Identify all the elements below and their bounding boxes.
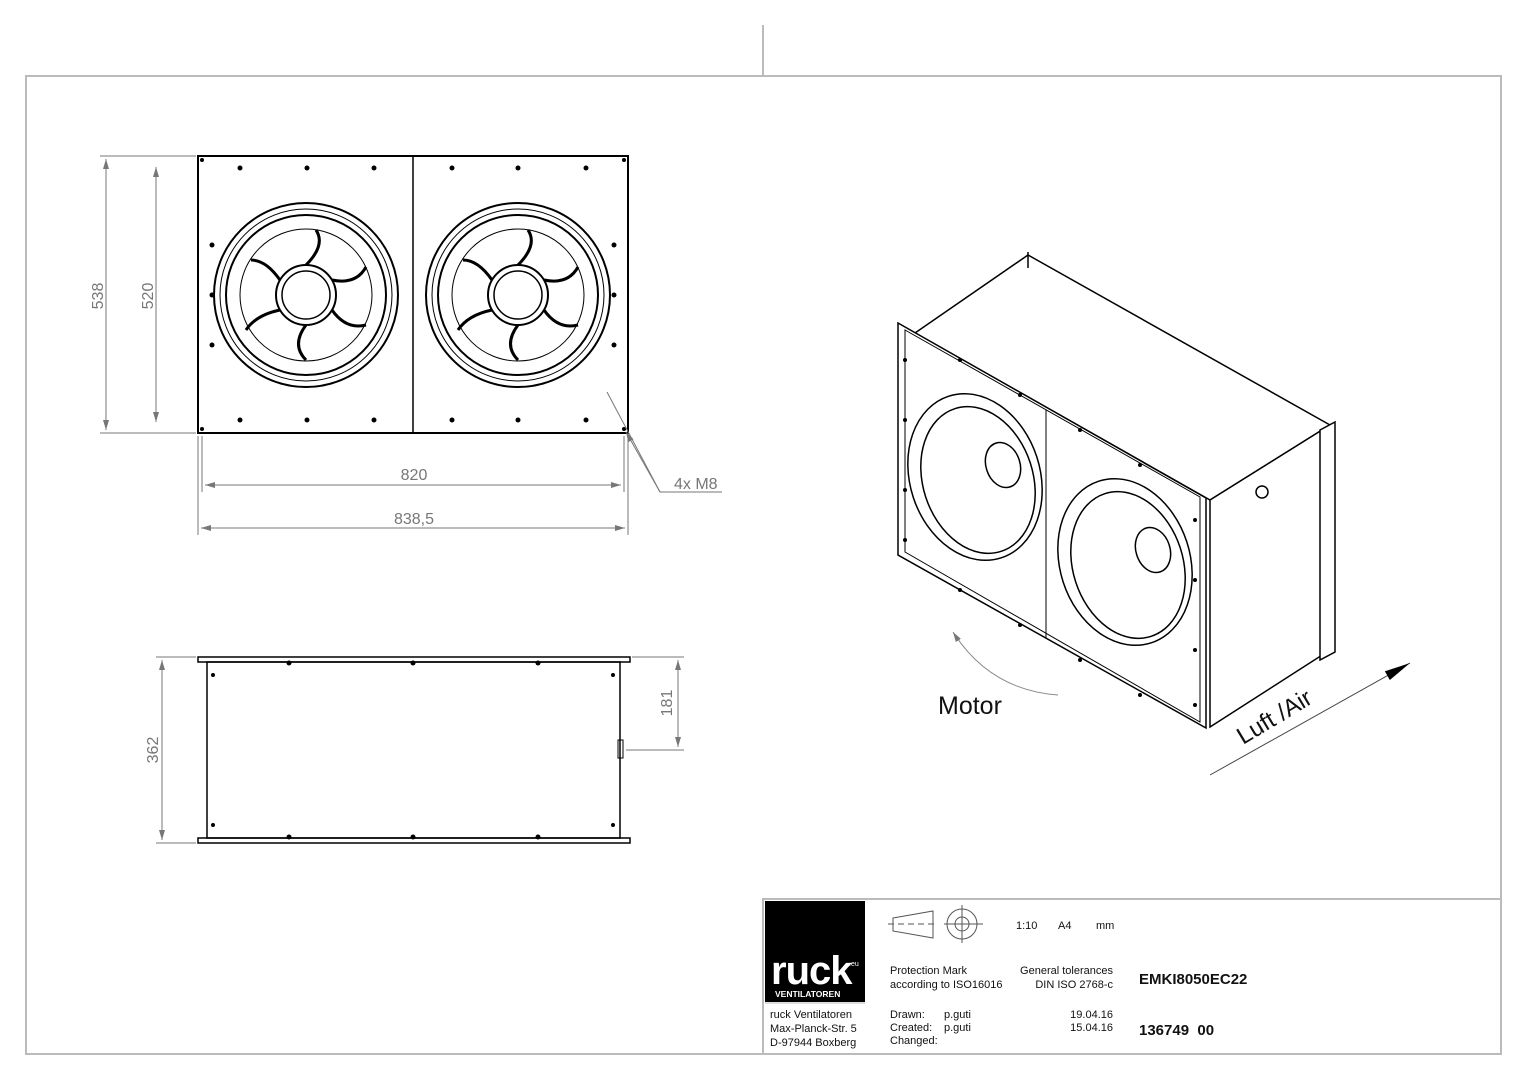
tolerance-line-2: DIN ISO 2768-c [1035, 979, 1113, 991]
company-city: D-97944 Boxberg [770, 1037, 856, 1049]
company-name: ruck Ventilatoren [770, 1009, 852, 1021]
company-logo [765, 901, 865, 1002]
changed-label: Changed: [890, 1035, 938, 1047]
dim-520: 520 [140, 283, 157, 310]
paper-size: A4 [1058, 920, 1071, 932]
front-dimensions [100, 155, 722, 535]
created-date: 15.04.16 [1070, 1022, 1113, 1034]
mounting-holes [200, 158, 626, 431]
part-number: 136749 00 [1139, 1022, 1214, 1039]
motor-label: Motor [938, 692, 1002, 720]
side-view [197, 656, 631, 844]
fan-right [425, 202, 611, 388]
dim-181: 181 [659, 690, 676, 717]
protection-line-1: Protection Mark [890, 965, 968, 977]
side-dimensions [156, 656, 684, 844]
projection-symbol [888, 905, 983, 943]
motor-rotation-arrow [952, 631, 1059, 696]
title-block: ruck .eu VENTILATOREN 1:10 A4 mm Protect… [762, 898, 1502, 1055]
part-name: EMKI8050EC22 [1139, 971, 1247, 988]
created-by: p.guti [944, 1022, 971, 1034]
company-street: Max-Planck-Str. 5 [770, 1023, 857, 1035]
drawn-by: p.guti [944, 1009, 971, 1021]
dim-838-5: 838,5 [394, 511, 434, 528]
hole-callout: 4x M8 [674, 476, 718, 493]
protection-line-2: according to ISO16016 [890, 979, 1003, 991]
tolerance-line-1: General tolerances [1020, 965, 1113, 977]
units: mm [1096, 920, 1114, 932]
logo-subtitle: VENTILATOREN [775, 989, 840, 999]
fan-left [213, 202, 399, 388]
front-view [197, 155, 629, 434]
logo-text: ruck [771, 949, 853, 993]
drawn-date: 19.04.16 [1070, 1009, 1113, 1021]
isometric-view [897, 252, 1336, 730]
scale: 1:10 [1016, 920, 1037, 932]
created-label: Created: [890, 1022, 932, 1034]
dim-362: 362 [145, 737, 162, 764]
logo-suffix: .eu [849, 961, 859, 968]
dim-820: 820 [401, 467, 428, 484]
drawn-label: Drawn: [890, 1009, 925, 1021]
airflow-arrow [1209, 662, 1411, 776]
dim-538: 538 [90, 283, 107, 310]
